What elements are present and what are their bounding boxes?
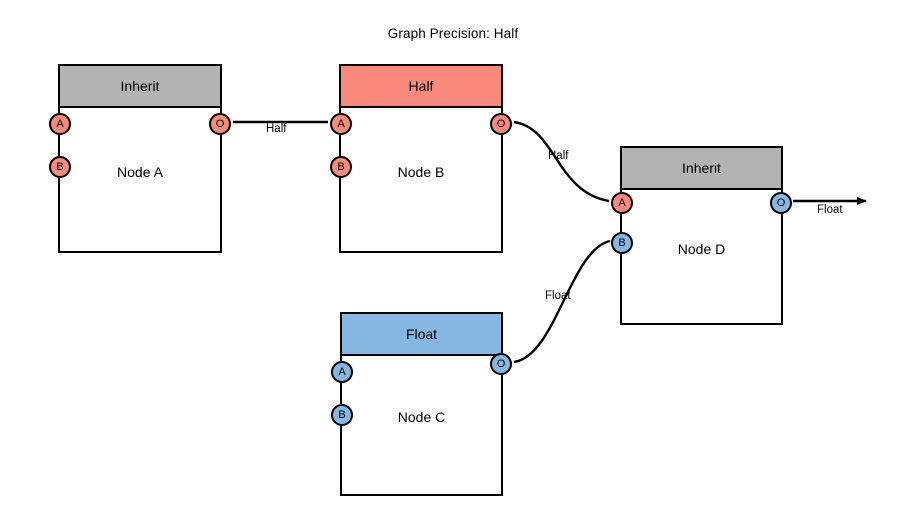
node-d-header: Inherit bbox=[622, 148, 781, 190]
node-c-input-port-b[interactable]: B bbox=[331, 404, 353, 426]
graph-node-node-d[interactable]: Inherit Node D A B O bbox=[611, 146, 792, 325]
node-b-input-port-a[interactable]: A bbox=[330, 113, 352, 135]
node-b-output-port-o-label: O bbox=[496, 118, 506, 130]
node-c-header: Float bbox=[342, 314, 501, 356]
edge-label-node-a-to-node-b: Half bbox=[266, 123, 287, 135]
node-b-label: Node B bbox=[397, 163, 445, 180]
node-b-input-port-b-label: B bbox=[337, 161, 345, 173]
node-d-input-port-a[interactable]: A bbox=[611, 192, 633, 214]
node-a-input-port-b-label: B bbox=[56, 161, 64, 173]
node-a-input-port-a[interactable]: A bbox=[49, 113, 71, 135]
node-a-input-port-b[interactable]: B bbox=[49, 156, 71, 178]
node-a-label: Node A bbox=[117, 163, 163, 180]
node-d-body: Node D bbox=[622, 190, 781, 323]
node-d-input-port-a-label: A bbox=[618, 197, 626, 209]
node-c-output-port-o[interactable]: O bbox=[490, 353, 512, 375]
node-c-input-port-b-label: B bbox=[338, 409, 346, 421]
graph-node-node-c[interactable]: Float Node C A B O bbox=[331, 312, 512, 496]
node-d-output-port-o-label: O bbox=[776, 197, 786, 209]
node-a-output-port-o-label: O bbox=[215, 118, 225, 130]
node-d-label: Node D bbox=[677, 240, 726, 257]
node-a-output-port-o[interactable]: O bbox=[209, 113, 231, 135]
edge-node-c-to-node-d bbox=[513, 239, 611, 364]
node-b-output-port-o[interactable]: O bbox=[490, 113, 512, 135]
node-b-body: Node B bbox=[341, 108, 501, 251]
page-title: Graph Precision: Half bbox=[387, 26, 519, 41]
node-a-header: Inherit bbox=[60, 66, 220, 108]
node-c-output-port-o-label: O bbox=[496, 358, 506, 370]
node-a-body: Node A bbox=[60, 108, 220, 251]
node-d-header-label: Inherit bbox=[682, 160, 721, 176]
node-c-input-port-a[interactable]: A bbox=[331, 361, 353, 383]
edge-label-node-b-to-node-d: Half bbox=[548, 150, 569, 162]
edge-label-node-c-to-node-d: Float bbox=[545, 290, 571, 302]
node-d-output-port-o[interactable]: O bbox=[770, 192, 792, 214]
node-c-body: Node C bbox=[342, 356, 501, 494]
node-c-input-port-a-label: A bbox=[338, 366, 346, 378]
graph-node-node-a[interactable]: Inherit Node A A B O bbox=[49, 64, 231, 253]
node-a-header-label: Inherit bbox=[120, 78, 160, 94]
node-b-input-port-a-label: A bbox=[337, 118, 345, 130]
node-d-input-port-b-label: B bbox=[618, 237, 626, 249]
node-b-header: Half bbox=[341, 66, 501, 108]
node-d-input-port-b[interactable]: B bbox=[611, 232, 633, 254]
node-b-header-label: Half bbox=[408, 78, 434, 94]
node-b-input-port-b[interactable]: B bbox=[330, 156, 352, 178]
node-a-input-port-a-label: A bbox=[56, 118, 64, 130]
node-c-label: Node C bbox=[397, 409, 446, 425]
graph-node-node-b[interactable]: Half Node B A B O bbox=[330, 64, 512, 253]
edge-node-b-to-node-d bbox=[513, 120, 610, 203]
node-c-header-label: Float bbox=[405, 326, 438, 342]
edge-label-node-d-output: Float bbox=[817, 204, 843, 216]
